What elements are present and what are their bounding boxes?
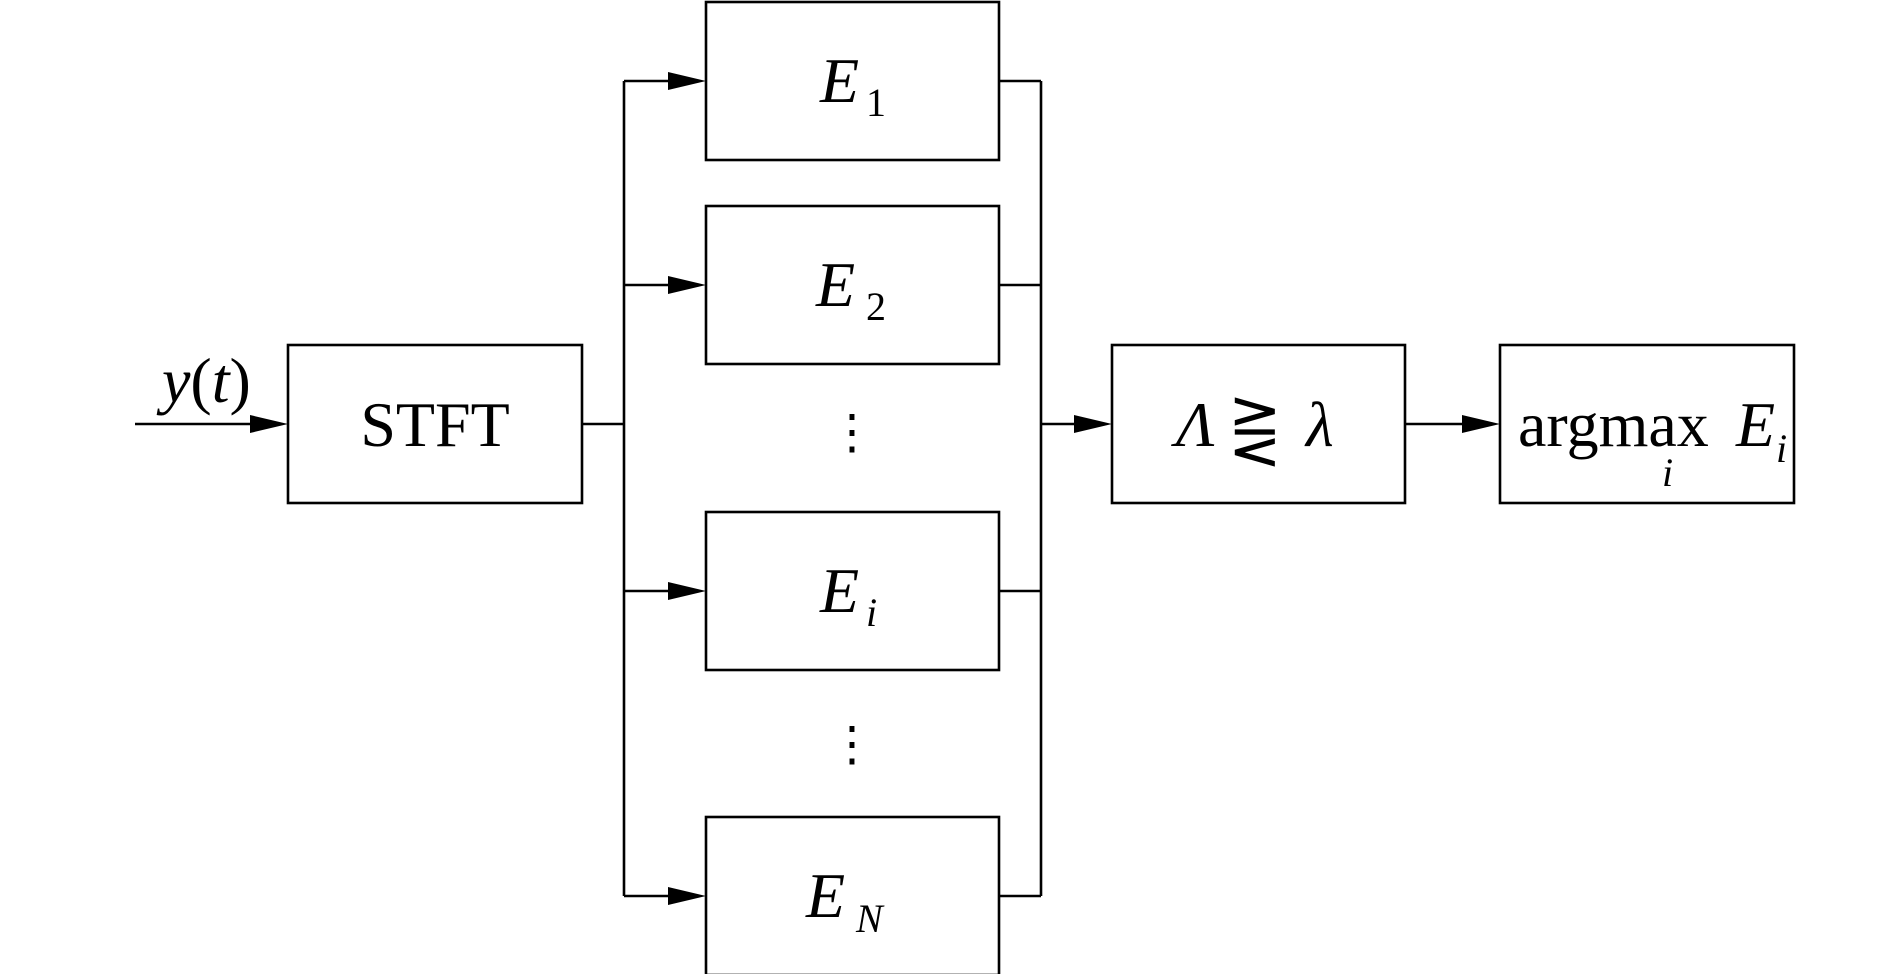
detector-label-i-base: E	[819, 555, 859, 626]
input-arrowhead	[250, 415, 288, 433]
output-operator-sub: i	[1662, 450, 1673, 495]
decision-threshold: λ	[1304, 389, 1334, 460]
stft-box	[286, 343, 584, 505]
detector-block-i: E i	[704, 510, 1001, 672]
detector-label-2-sub: 2	[866, 284, 886, 329]
detector-label-1-sub: 1	[866, 80, 886, 125]
detector-label-1-base: E	[819, 45, 859, 116]
detector-box-n	[704, 815, 1001, 974]
detector-box-2	[704, 204, 1001, 366]
output-arrowhead	[1462, 415, 1500, 433]
stft-label: STFT	[360, 389, 509, 460]
branch-arrowhead-2	[668, 276, 706, 294]
fan-out-bus	[582, 72, 706, 905]
ellipsis-lower: ⋮	[828, 718, 876, 771]
stft-block: STFT	[286, 343, 584, 505]
detector-block-1: E 1	[704, 0, 1001, 162]
input-signal-close-paren: )	[230, 345, 251, 416]
input-signal-label: y(t)	[156, 345, 251, 416]
output-block: argmax i E i	[1498, 343, 1796, 505]
output-argument-base: E	[1735, 389, 1775, 460]
fan-in-bus	[999, 79, 1112, 898]
output-operator: argmax	[1518, 389, 1709, 460]
detector-box-1	[704, 0, 1001, 162]
detector-box-i	[704, 510, 1001, 672]
input-signal-open-paren: (	[190, 345, 211, 416]
decision-comparison-symbol: ⋛	[1228, 395, 1282, 467]
decision-box	[1110, 343, 1407, 505]
decision-statistic: Λ	[1171, 389, 1215, 460]
detector-label-n-base: E	[805, 860, 845, 931]
detector-block-n: E N	[704, 815, 1001, 974]
decision-block: Λ ⋛ λ	[1110, 343, 1407, 505]
ellipsis-upper: ⋮	[828, 406, 876, 459]
branch-arrowhead-1	[668, 72, 706, 90]
detector-label-i-sub: i	[866, 590, 877, 635]
output-argument-sub: i	[1776, 426, 1787, 471]
output-connection	[1405, 415, 1500, 433]
decision-arrowhead	[1074, 415, 1112, 433]
input-signal-func: y	[156, 345, 191, 416]
branch-arrowhead-i	[668, 582, 706, 600]
input-signal-arg: t	[212, 345, 232, 416]
branch-arrowhead-n	[668, 887, 706, 905]
detector-block-2: E 2	[704, 204, 1001, 366]
output-box	[1498, 343, 1796, 505]
detector-label-n-sub: N	[855, 896, 885, 941]
input-signal: y(t)	[135, 345, 288, 433]
detector-label-2-base: E	[815, 249, 855, 320]
